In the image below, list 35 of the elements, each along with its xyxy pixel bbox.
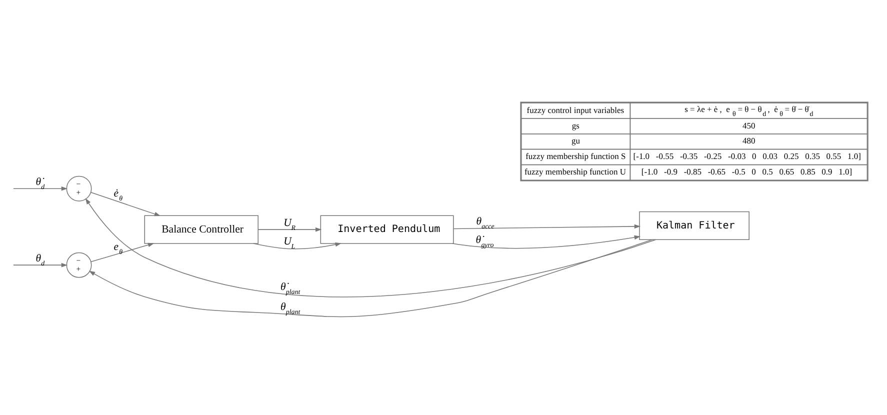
- arrow: [13, 262, 68, 267]
- node-circle: − +: [66, 175, 92, 201]
- edge-label: U$_{L}$: [284, 234, 296, 250]
- label: [-1.0 -0.55 -0.35 -0.25 -0.03 0 0.03 0.25 0.35 0.55 1.0]: [633, 150, 861, 161]
- label: fuzzy control input variables: [526, 104, 624, 114]
- arrow: [88, 238, 653, 317]
- edge-label: θ$_{d}$: [36, 252, 45, 267]
- edge-label: θ̇$_{d}$: [36, 175, 45, 190]
- label: gs: [572, 120, 580, 130]
- node-circle: − +: [66, 252, 92, 278]
- edge-label: θ̇$_{plant}$: [280, 280, 300, 296]
- arrow: [90, 192, 161, 216]
- label: 450: [742, 120, 756, 130]
- arrow: [13, 186, 68, 190]
- label: gu: [572, 135, 580, 146]
- label: s = λe + ė , e$_{θ}$ = θ − θ$_{d}$ , ė$_{θ}$ = θ̇ − θ̇$_{d}$: [684, 104, 814, 118]
- label: fuzzy membership function U: [524, 166, 626, 176]
- edge-label: θ$_{plant}$: [280, 300, 300, 316]
- arrow: [90, 242, 154, 262]
- edge-label: e$_{θ}$: [114, 240, 123, 256]
- node-box: Inverted Pendulum: [320, 214, 454, 244]
- label: fuzzy membership function S: [526, 150, 626, 161]
- node-box: Kalman Filter: [639, 210, 750, 240]
- arrow: [258, 226, 322, 232]
- node-box: Balance Controller: [144, 214, 258, 244]
- edge-label: ė$_{θ}$: [114, 187, 123, 202]
- arrow: [85, 198, 656, 297]
- arrow: [453, 224, 641, 229]
- label: [-1.0 -0.9 -0.85 -0.65 -0.5 0 0.5 0.65 0.85 0.9 1.0]: [641, 166, 852, 176]
- arrow: [253, 242, 342, 249]
- edge-label: θ̇$_{gyro}$: [476, 233, 494, 248]
- label: 480: [742, 135, 756, 146]
- edge-label: θ$_{acce}$: [476, 214, 494, 230]
- arrow: [452, 234, 641, 248]
- edge-label: U$_{R}$: [284, 216, 296, 232]
